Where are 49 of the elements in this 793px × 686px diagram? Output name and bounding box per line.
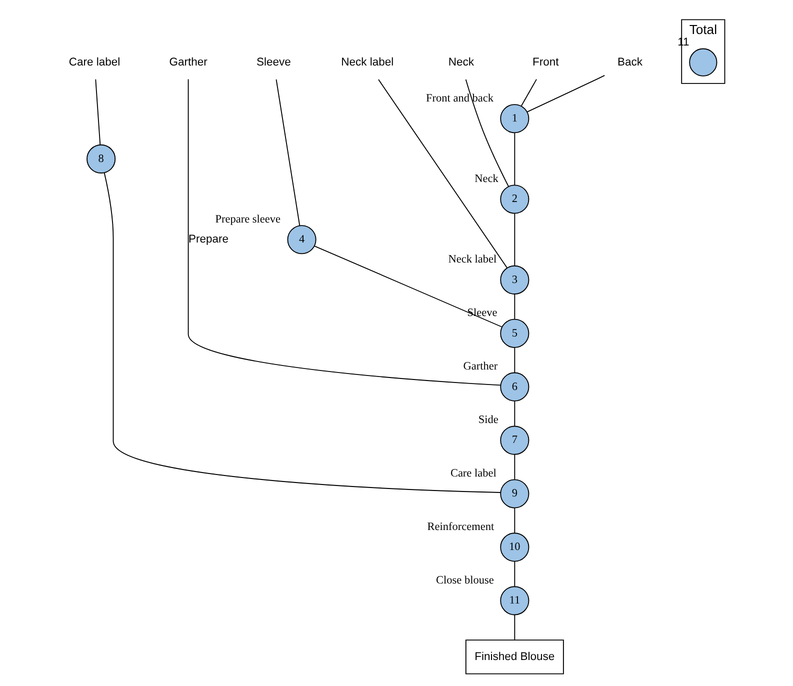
connector: [514, 132, 516, 186]
node-circle: [689, 48, 718, 76]
connector: [514, 400, 516, 426]
connector: [514, 294, 516, 320]
connector: [514, 347, 516, 373]
node-label: Side: [478, 414, 498, 426]
connector: [104, 172, 502, 493]
node-text: Garther: [169, 56, 208, 68]
node-label: Neck label: [448, 254, 497, 266]
node-label: Reinforcement: [427, 520, 494, 533]
connector: [314, 246, 503, 328]
node-text: Neck: [448, 56, 474, 68]
node-label: Prepare sleeve: [215, 213, 280, 226]
node-text: Back: [618, 56, 643, 68]
node-circle: 11: [500, 586, 530, 616]
node-box: Finished Blouse: [465, 640, 564, 674]
node-circle: 8: [86, 144, 116, 174]
connector: [514, 508, 516, 534]
node-text: Sleeve: [256, 56, 291, 68]
node-circle: 1: [500, 104, 530, 134]
node-label: Care label: [450, 468, 496, 480]
node-circle: 7: [500, 426, 530, 455]
connector: [188, 78, 502, 386]
connector: [514, 614, 516, 640]
node-label: Front and back: [426, 92, 494, 104]
node-circle: 4: [287, 225, 316, 254]
connector: [465, 79, 509, 187]
connector: [520, 78, 537, 106]
connector: [526, 75, 606, 112]
node-text: Front: [532, 56, 559, 68]
node-text: Neck label: [341, 56, 394, 68]
node-circle: 5: [500, 318, 530, 348]
node-circle: 10: [500, 532, 530, 562]
node-circle: 9: [500, 479, 530, 508]
connector: [514, 560, 516, 587]
edge-label: Prepare: [188, 234, 228, 246]
connector: [95, 78, 101, 146]
connector: [514, 454, 516, 480]
connector: [378, 79, 508, 268]
node-label: Close blouse: [436, 574, 494, 586]
node-label: Sleeve: [467, 307, 498, 320]
node-label: Garther: [463, 360, 498, 373]
node-circle: 2: [500, 184, 530, 214]
connector: [514, 213, 516, 266]
connector: [276, 79, 300, 226]
node-label: Neck: [474, 173, 498, 186]
node-circle: 3: [500, 265, 530, 294]
node-circle: 6: [500, 372, 530, 402]
node-text: Care label: [68, 56, 120, 68]
